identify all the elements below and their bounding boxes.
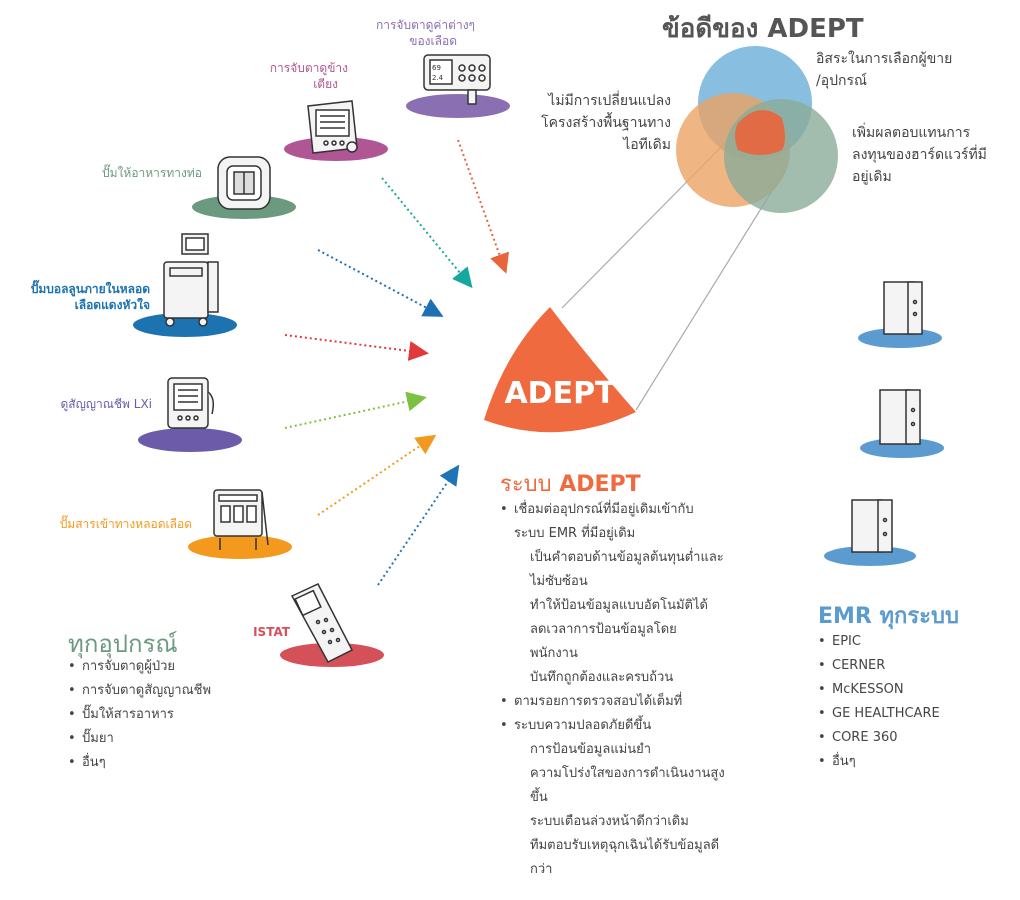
- arrow-blood-monitor: [457, 139, 509, 274]
- server-icon: [883, 281, 923, 335]
- device-label-bedside-monitor: การจับตาดูข้าง เตียง: [230, 60, 348, 92]
- list-item: ตามรอยการตรวจสอบได้เต็มที่: [500, 690, 760, 714]
- adept-system-list: เชื่อมต่ออุปกรณ์ที่มีอยู่เดิมเข้ากับ ระบ…: [500, 498, 760, 882]
- list-item: การป้อนข้อมูลแม่นยำ: [530, 742, 652, 757]
- list-item: ปั๊มให้สารอาหาร: [68, 703, 211, 727]
- label-line: เพิ่มผลตอบแทนการ: [852, 125, 971, 141]
- list-item: ทีมตอบรับเหตุฉุกเฉินได้รับข้อมูลดี: [530, 838, 720, 853]
- list-item: บันทึกถูกต้องและครบถ้วน: [530, 670, 674, 685]
- device-label-feeding-pump: ปั๊มให้อาหารทางท่อ: [70, 165, 202, 181]
- label-line: ไม่มีการเปลี่ยนแปลง: [548, 93, 671, 109]
- label-line: ปั๊มบอลลูนภายในหลอด: [30, 282, 150, 296]
- list-item: McKESSON: [818, 678, 940, 702]
- arrow-istat: [377, 464, 460, 586]
- platform-infusion-pump: [188, 535, 292, 559]
- list-item: เชื่อมต่ออุปกรณ์ที่มีอยู่เดิมเข้ากับ: [500, 498, 760, 522]
- device-platforms: [133, 94, 510, 667]
- list-item: ลดเวลาการป้อนข้อมูลโดย: [530, 622, 677, 637]
- title-name: ADEPT: [559, 472, 641, 497]
- benefit-infra: ไม่มีการเปลี่ยนแปลง โครงสร้างพื้นฐานทาง …: [505, 90, 671, 156]
- label-line: อยู่เดิม: [852, 169, 892, 185]
- svg-text:69: 69: [432, 64, 441, 72]
- label-line: ไอทีเดิม: [623, 137, 671, 153]
- label-line: /อุปกรณ์: [816, 73, 867, 89]
- benefit-vendor: อิสระในการเลือกผู้ขาย /อุปกรณ์: [816, 48, 952, 92]
- device-label-istat: ISTAT: [240, 624, 290, 640]
- list-item: อื่นๆ: [818, 750, 940, 774]
- adept-hub: [484, 307, 636, 433]
- platform-vitals: [138, 428, 242, 452]
- list-item: ระบบ EMR ที่มีอยู่เดิม: [514, 526, 636, 541]
- list-item: GE HEALTHCARE: [818, 702, 940, 726]
- arrow-feeding-pump: [317, 249, 444, 317]
- device-label-balloon-pump: ปั๊มบอลลูนภายในหลอด เลือดแดงหัวใจ: [12, 281, 150, 313]
- title-prefix: ระบบ: [500, 472, 552, 497]
- arrow-bedside-monitor: [381, 177, 473, 289]
- list-item: ทำให้ป้อนข้อมูลแบบอัตโนมัติได้: [530, 598, 708, 613]
- list-item: ความโปร่งใสของการดำเนินงานสูง: [530, 766, 725, 781]
- list-item: เป็นคำตอบด้านข้อมูลต้นทุนต่ำและ: [530, 550, 724, 565]
- all-devices-list: การจับตาดูผู้ป่วย การจับตาดูสัญญาณชีพ ปั…: [68, 655, 211, 775]
- platform-balloon-pump: [133, 313, 237, 337]
- handheld-scanner-icon: [290, 583, 354, 663]
- infusion-pump-icon: [213, 489, 269, 550]
- device-label-blood-monitor: การจับตาดูค่าต่างๆ ของเลือด: [330, 17, 475, 49]
- list-item: ปั๊มยา: [68, 727, 211, 751]
- emr-list: EPIC CERNER McKESSON GE HEALTHCARE CORE …: [818, 630, 940, 774]
- list-item: CERNER: [818, 654, 940, 678]
- label-line: เตียง: [313, 77, 338, 91]
- adept-system-title: ระบบ ADEPT: [500, 466, 641, 501]
- list-item: ไม่ซับซ้อน: [530, 574, 588, 589]
- label-line: ปั๊มให้อาหารทางท่อ: [102, 166, 202, 180]
- all-devices-title: ทุกอุปกรณ์: [68, 630, 178, 658]
- list-item: CORE 360: [818, 726, 940, 750]
- venn-link-line: [635, 169, 786, 411]
- list-item: การจับตาดูสัญญาณชีพ: [68, 679, 211, 703]
- connection-arrows: [284, 139, 509, 586]
- benefits-venn: [676, 46, 838, 213]
- blood-analyzer-icon: 69 2.4: [423, 54, 491, 105]
- benefit-roi: เพิ่มผลตอบแทนการ ลงทุนของฮาร์ดแวร์ที่มี …: [852, 122, 987, 188]
- vitals-monitor-icon: [167, 377, 215, 429]
- label-line: ลงทุนของฮาร์ดแวร์ที่มี: [852, 147, 987, 163]
- label-line: ดูสัญญาณชีพ LXi: [60, 397, 152, 411]
- list-item: กว่า: [530, 862, 553, 877]
- hub-label: ADEPT: [504, 376, 616, 411]
- platform-blood-monitor: [406, 94, 510, 118]
- label-line: ปั๊มสารเข้าทางหลอดเลือด: [59, 517, 192, 531]
- emr-title: EMR ทุกระบบ: [818, 604, 959, 629]
- feeding-pump-icon: [217, 156, 271, 210]
- arrow-infusion-pump: [317, 434, 437, 516]
- server-icon: [851, 499, 893, 553]
- list-item: อื่นๆ: [68, 751, 211, 775]
- list-item: พนักงาน: [530, 646, 578, 661]
- label-line: ของเลือด: [409, 34, 457, 48]
- venn-circle-roi: [724, 99, 838, 213]
- svg-text:2.4: 2.4: [432, 74, 444, 82]
- list-item: ระบบความปลอดภัยดีขึ้น: [500, 714, 760, 738]
- emr-servers: [824, 281, 944, 566]
- venn-center: [735, 110, 785, 155]
- arrow-balloon-pump: [284, 334, 429, 361]
- server-platform: [824, 546, 916, 566]
- bedside-monitor-icon: [307, 100, 358, 154]
- benefits-title: ข้อดีของ ADEPT: [662, 14, 864, 44]
- arrow-vitals: [284, 391, 427, 429]
- device-label-vitals: ดูสัญญาณชีพ LXi: [30, 396, 152, 412]
- list-item: ระบบเตือนล่วงหน้าดีกว่าเดิม: [530, 814, 689, 829]
- list-item: การจับตาดูผู้ป่วย: [68, 655, 211, 679]
- label-line: โครงสร้างพื้นฐานทาง: [541, 115, 671, 131]
- label-line: การจับตาดูค่าต่างๆ: [375, 18, 475, 32]
- list-item: ขึ้น: [530, 790, 548, 805]
- device-label-infusion-pump: ปั๊มสารเข้าทางหลอดเลือด: [30, 516, 192, 532]
- balloon-pump-icon: [163, 233, 219, 327]
- label-line: เลือดแดงหัวใจ: [74, 298, 150, 312]
- label-line: ISTAT: [253, 625, 290, 639]
- label-line: อิสระในการเลือกผู้ขาย: [816, 51, 953, 67]
- list-item: EPIC: [818, 630, 940, 654]
- server-icon: [879, 389, 921, 445]
- label-line: การจับตาดูข้าง: [269, 61, 348, 75]
